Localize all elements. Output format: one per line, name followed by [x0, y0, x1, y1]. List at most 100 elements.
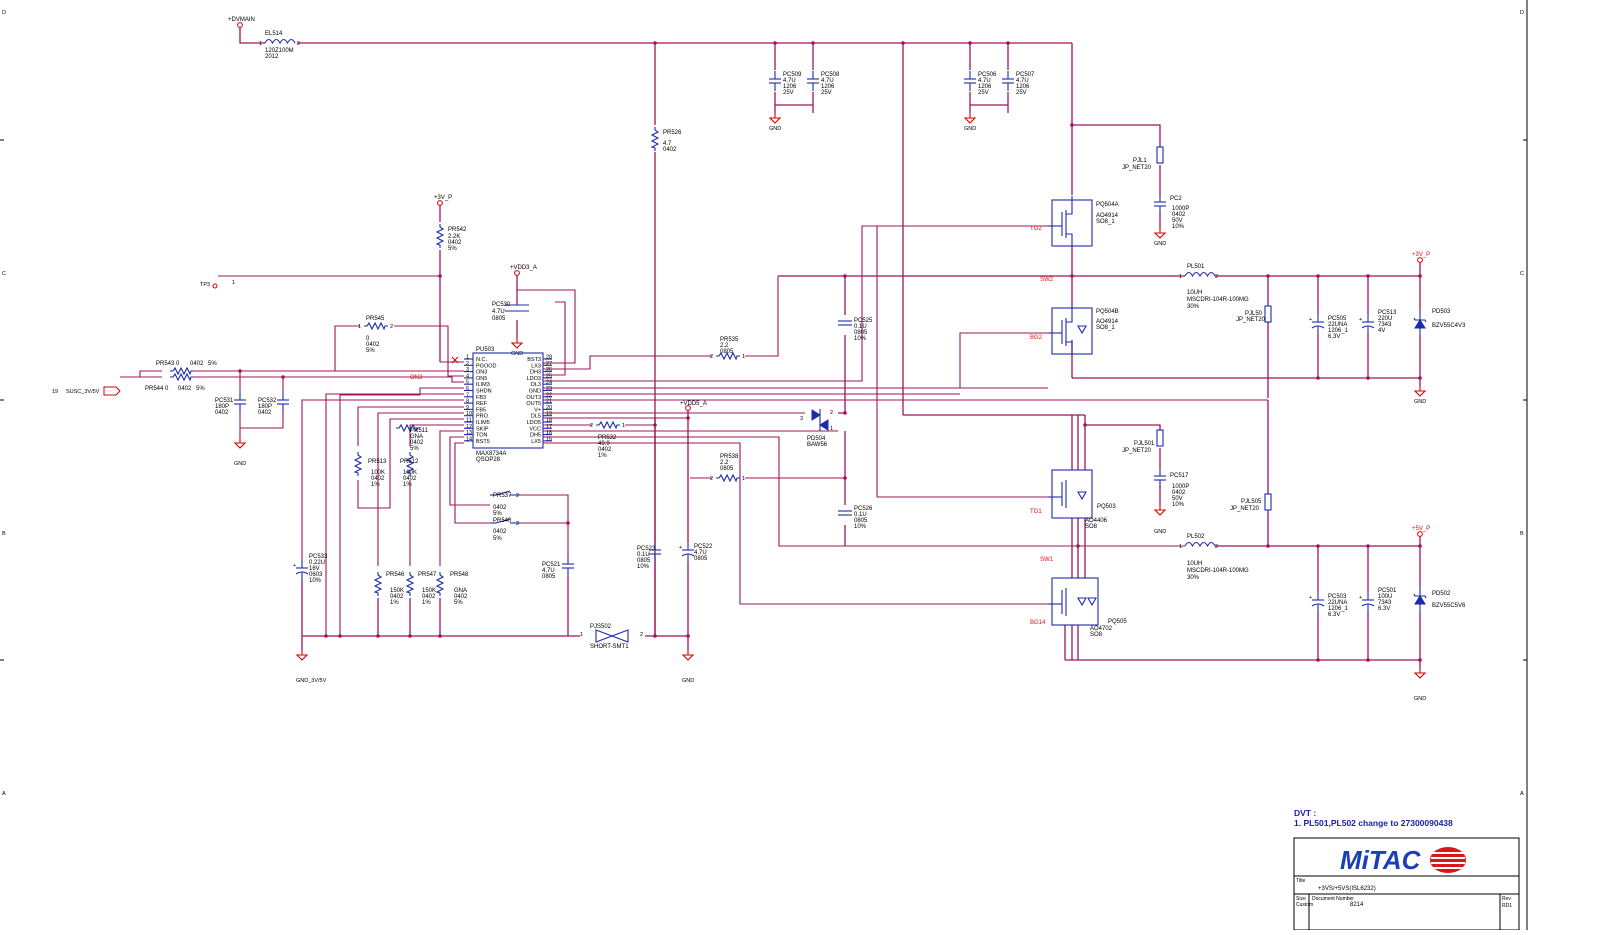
pc521: PC521 4.7U 0805: [542, 555, 575, 580]
schematic-label: PC525: [854, 318, 873, 324]
schematic-label: 2.2: [720, 460, 729, 466]
schematic-label: 6.3V: [1328, 612, 1340, 618]
schematic-label: BZV55C4V3: [1432, 323, 1466, 329]
schematic-label: 100U: [1378, 594, 1392, 600]
schematic-label: 5%: [454, 600, 463, 606]
size-value: Custom: [1296, 902, 1313, 908]
schematic-label: 180P: [258, 404, 272, 410]
tp3-pin: 1: [232, 280, 235, 286]
ic-pin-name-14: BST5: [476, 439, 490, 445]
schematic-label: PR532: [598, 435, 617, 441]
schematic-label: 5%: [208, 361, 217, 367]
title-label: Title: [1296, 878, 1305, 884]
schematic-label: 5%: [366, 348, 375, 354]
schematic-label: 150K: [390, 588, 404, 594]
schematic-label: 5%: [410, 446, 419, 452]
svg-text:2: 2: [710, 476, 713, 482]
ic-pin-number-23: 23: [546, 386, 552, 392]
schematic-label: 10%: [854, 524, 867, 530]
schematic-label: 1206: [978, 84, 992, 90]
ic-pin-number-24: 24: [546, 380, 552, 386]
schematic-label: 0: [366, 336, 370, 342]
svg-text:2: 2: [1215, 544, 1218, 550]
dvmain-label: +DVMAIN: [228, 17, 255, 23]
pc532: PC532 180P 0402: [258, 391, 290, 416]
schematic-label: PC526: [854, 506, 873, 512]
schematic-label: PC530: [492, 302, 511, 308]
zone-label-left-a: A: [2, 791, 6, 797]
ic-pin-number-8: 8: [466, 399, 469, 405]
note-line1: 1. PL501,PL502 change to 27300090438: [1294, 818, 1453, 828]
schematic-label: 50V: [1172, 218, 1183, 224]
schematic-label: PQ503: [1097, 504, 1116, 510]
net-labels: TG2 BG2 SW2 TG1 BG14 SW1 ON3 19 SUSC_3V/…: [52, 226, 1054, 626]
schematic-label: 0.1U: [854, 512, 867, 518]
schematic-label: 4.7U: [694, 550, 707, 556]
schematic-label: 5%: [196, 386, 205, 392]
schematic-label: BZV55C5V6: [1432, 603, 1466, 609]
schematic-label: 0805: [637, 558, 651, 564]
svg-text:1: 1: [1179, 274, 1182, 280]
svg-text:2: 2: [516, 521, 519, 527]
ic-pin-number-1: 1: [466, 355, 469, 361]
ic-pin-number-27: 27: [546, 361, 552, 367]
ic-pin-number-6: 6: [466, 386, 469, 392]
schematic-label: PC531: [215, 398, 234, 404]
schematic-label: 10UH: [1187, 290, 1202, 296]
schematic-label: 10%: [1172, 224, 1185, 230]
pc523: PC523 0.1U 0805 10%: [637, 541, 662, 570]
schematic-label: 0402: [366, 342, 380, 348]
gnd-label-2: GND: [964, 126, 976, 132]
vdd3-label: +VDD3_A: [510, 265, 537, 271]
schematic-label: 0402: [390, 594, 404, 600]
pc530: PC530 4.7U 0805: [492, 302, 529, 322]
susc-label: SUSC_3V/5V: [66, 389, 100, 395]
schematic-label: 25V: [1016, 90, 1027, 96]
pr543: PR543 0 0402 5%: [156, 361, 217, 375]
schematic-label: 1206_1: [1328, 328, 1349, 334]
schematic-label: 0402: [1172, 490, 1186, 496]
schematic-label: 1%: [598, 453, 607, 459]
ic-pin-name-6: SHDN: [476, 389, 492, 395]
schematic-label: PC532: [258, 398, 277, 404]
schematic-label: SO8_1: [1096, 219, 1115, 225]
ic-pin-number-21: 21: [546, 399, 552, 405]
schematic-label: 4V: [1378, 328, 1385, 334]
schematic-label: AO4406: [1085, 518, 1108, 524]
ic-right-pins: 28BST327LX326DH325LDO324DL323GND22OUT321…: [526, 355, 552, 445]
schematic-label: PR543 0: [156, 361, 180, 367]
schematic-label: 0805: [854, 330, 868, 336]
schematic-label: 1000P: [1172, 206, 1189, 212]
zone-label-left-d: D: [2, 10, 6, 16]
schematic-label: 30%: [1187, 304, 1200, 310]
zone-label-left-b: B: [2, 531, 6, 537]
schematic-label: PD502: [1432, 591, 1451, 597]
svg-text:2: 2: [390, 324, 393, 330]
schematic-label: JP_NET20: [1122, 448, 1152, 454]
schematic-label: PR513: [368, 459, 387, 465]
schematic-label: PQ504A: [1096, 202, 1119, 208]
ic-pin-name-26: DH3: [530, 370, 541, 376]
schematic-label: 0402: [448, 240, 462, 246]
wires: [120, 25, 1421, 668]
schematic-label: PL501: [1187, 264, 1205, 270]
schematic-label: 0402: [258, 410, 272, 416]
pjl505: PJL505 JP_NET20: [1230, 493, 1272, 512]
schematic-label: 6.3V: [1378, 606, 1390, 612]
pq504b: PQ504B AO4914 SO8_1: [1048, 307, 1119, 355]
gnd-label-9: GND: [1414, 696, 1426, 702]
power-symbols: +DVMAIN +3V_P +VDD3_A +VDD5_A +3V_P +5V_…: [228, 17, 1430, 702]
schematic-label: 0402: [663, 147, 677, 153]
svg-text:3: 3: [800, 416, 803, 422]
tp3-label: TP3: [200, 282, 210, 288]
schematic-label: PR547: [418, 572, 437, 578]
schematic-label: 0805: [492, 316, 506, 322]
note-title: DVT :: [1294, 808, 1316, 818]
ic-pin-name-22: OUT3: [526, 395, 541, 401]
